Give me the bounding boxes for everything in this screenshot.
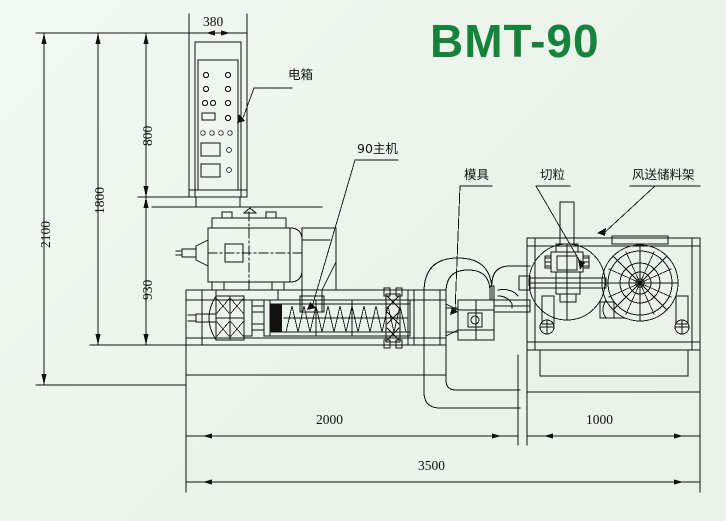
dim-label-cabinet-panel-height: 800 <box>140 125 155 146</box>
barrel-and-screw <box>269 287 411 349</box>
electrical-cabinet-body <box>151 32 323 208</box>
cyclone-separator <box>518 201 607 321</box>
gearbox-assembly <box>187 295 271 341</box>
dim-label-total-height: 2100 <box>38 221 53 248</box>
dim-label-cabinet-top-height: 1800 <box>92 187 107 214</box>
conveying-duct <box>423 257 531 409</box>
cabinet-control-panel <box>200 71 233 178</box>
callout-label-pelletizer: 切粒 <box>540 167 566 182</box>
callout-label-electrical-cabinet: 电箱 <box>288 67 314 82</box>
dimension-lines <box>35 13 701 493</box>
feed-hopper <box>299 227 337 313</box>
callout-leaders <box>237 87 701 315</box>
dim-label-total-length: 3500 <box>418 458 445 473</box>
dim-label-machine-center-height: 930 <box>140 279 155 300</box>
callout-label-storage-rack: 风送储料架 <box>632 167 695 182</box>
callout-label-main-machine: 90主机 <box>357 141 398 156</box>
callout-label-mold: 模具 <box>464 167 490 182</box>
page-title: BMT-90 <box>430 15 600 67</box>
dim-label-storage-rack-length: 1000 <box>586 412 613 427</box>
dim-label-main-machine-length: 2000 <box>316 412 343 427</box>
mold-die-head <box>445 299 495 341</box>
blower-fan <box>599 235 679 322</box>
dim-label-cabinet-width: 380 <box>203 14 224 29</box>
drive-motor <box>175 207 303 301</box>
